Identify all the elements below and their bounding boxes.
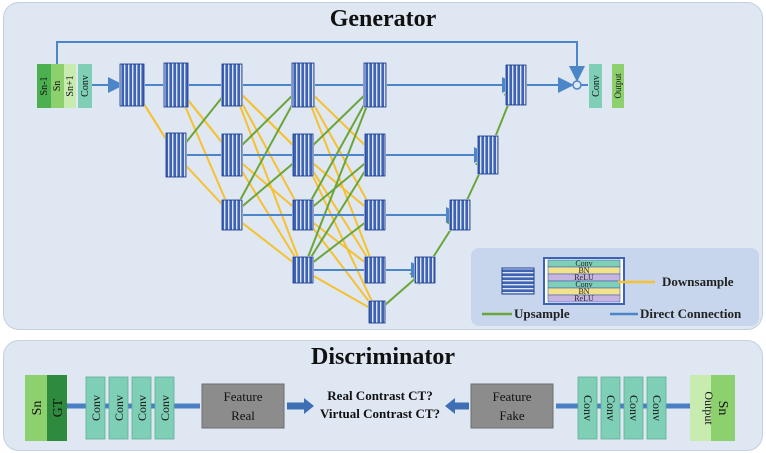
gen-output-conv <box>589 64 602 108</box>
legend-layer-label: Conv <box>575 259 592 268</box>
feature-fake-line1: Feature <box>493 389 532 404</box>
legend-direct-label: Direct Connection <box>640 306 742 321</box>
connection-line <box>302 214 378 313</box>
connection-line <box>231 214 304 271</box>
conv-block <box>292 199 314 231</box>
legend-layer-label: ReLU <box>574 294 594 303</box>
disc-conv-block <box>600 376 621 440</box>
disc-conv-block <box>108 376 129 440</box>
disc-conv-label: Conv <box>135 395 149 421</box>
sum-node <box>572 80 582 90</box>
conv-block <box>477 135 499 175</box>
connection-line <box>302 214 376 271</box>
disc-conv-label: Conv <box>650 395 664 421</box>
conv-block <box>449 199 471 231</box>
disc-left-convs: Conv Conv Conv Conv <box>85 376 175 440</box>
conv-block <box>291 62 315 108</box>
generator-title: Generator <box>329 6 437 32</box>
gen-output <box>612 64 624 108</box>
input-label-sn-minus-1: Sn-1 <box>39 77 50 96</box>
feature-real-line2: Real <box>231 408 255 423</box>
connection-line <box>302 84 376 271</box>
legend-downsample-label: Downsample <box>662 274 734 289</box>
conv-block <box>364 199 386 231</box>
connection-line <box>302 154 376 271</box>
disc-conv-label: Conv <box>158 395 172 421</box>
feature-real-box <box>201 383 285 429</box>
disc-conv-label: Conv <box>627 395 641 421</box>
legend-layer-label: ReLU <box>574 273 594 282</box>
conv-block <box>368 300 386 324</box>
disc-conv-block <box>646 376 667 440</box>
legend-layer <box>547 294 621 303</box>
question-virtual: Virtual Contrast CT? <box>320 406 440 421</box>
feature-fake-box <box>470 383 554 429</box>
legend-upsample-label: Upsample <box>514 306 570 321</box>
disc-conv-label: Conv <box>89 395 103 421</box>
disc-left-input-gt: GT <box>51 398 66 417</box>
conv-block <box>364 133 386 177</box>
connection-line <box>231 84 304 271</box>
discriminator-title: Discriminator <box>311 344 455 370</box>
disc-conv-block <box>131 376 152 440</box>
legend-layer-label: BN <box>578 287 589 296</box>
gen-input-conv-label: Conv <box>80 75 91 97</box>
skip-connection <box>56 41 585 82</box>
connection-line <box>231 154 304 271</box>
disc-conv-block <box>577 376 598 440</box>
network-blocks <box>119 62 527 324</box>
question-real: Real Contrast CT? <box>327 388 432 403</box>
conv-block <box>292 133 314 177</box>
gen-output-label: Output <box>613 73 623 99</box>
input-label-sn-plus-1: Sn+1 <box>65 75 76 96</box>
disc-conv-label: Conv <box>581 395 595 421</box>
arrow-real-icon <box>304 398 314 414</box>
disc-conv-block <box>623 376 644 440</box>
disc-right-convs: Conv Conv Conv Conv <box>577 376 667 440</box>
disc-conv-label: Conv <box>604 395 618 421</box>
input-slices: Sn-1 Sn Sn+1 <box>37 64 76 108</box>
connection-line <box>302 269 378 313</box>
disc-conv-block <box>154 376 175 440</box>
conv-block <box>119 63 145 107</box>
conv-block <box>364 256 386 284</box>
conv-block <box>221 63 243 107</box>
feature-real-line1: Feature <box>224 389 263 404</box>
conv-block <box>363 62 387 108</box>
conv-block <box>292 256 314 284</box>
conv-block <box>163 62 189 108</box>
conv-block <box>165 132 187 178</box>
disc-left-input-sn: Sn <box>30 401 45 416</box>
conv-block <box>221 133 243 177</box>
conv-block <box>505 64 527 106</box>
input-label-sn: Sn <box>52 81 63 92</box>
connection-line <box>302 154 376 216</box>
discriminator-right: Output Sn <box>556 375 735 441</box>
feature-fake-line2: Fake <box>499 408 525 423</box>
conv-block <box>414 256 436 284</box>
legend-layer-label: BN <box>578 266 589 275</box>
disc-right-output: Output <box>702 391 716 425</box>
gen-output-conv-label: Conv <box>591 75 602 97</box>
disc-conv-label: Conv <box>112 395 126 421</box>
conv-block <box>221 199 243 231</box>
legend-block-icon <box>501 267 535 295</box>
legend-layer-label: Conv <box>575 280 592 289</box>
connection-line <box>302 154 378 313</box>
gen-input-conv <box>78 64 92 108</box>
connection-line <box>231 154 304 216</box>
arrow-fake-icon <box>445 398 455 414</box>
disc-conv-block <box>85 376 106 440</box>
disc-right-input-sn: Sn <box>715 401 730 416</box>
